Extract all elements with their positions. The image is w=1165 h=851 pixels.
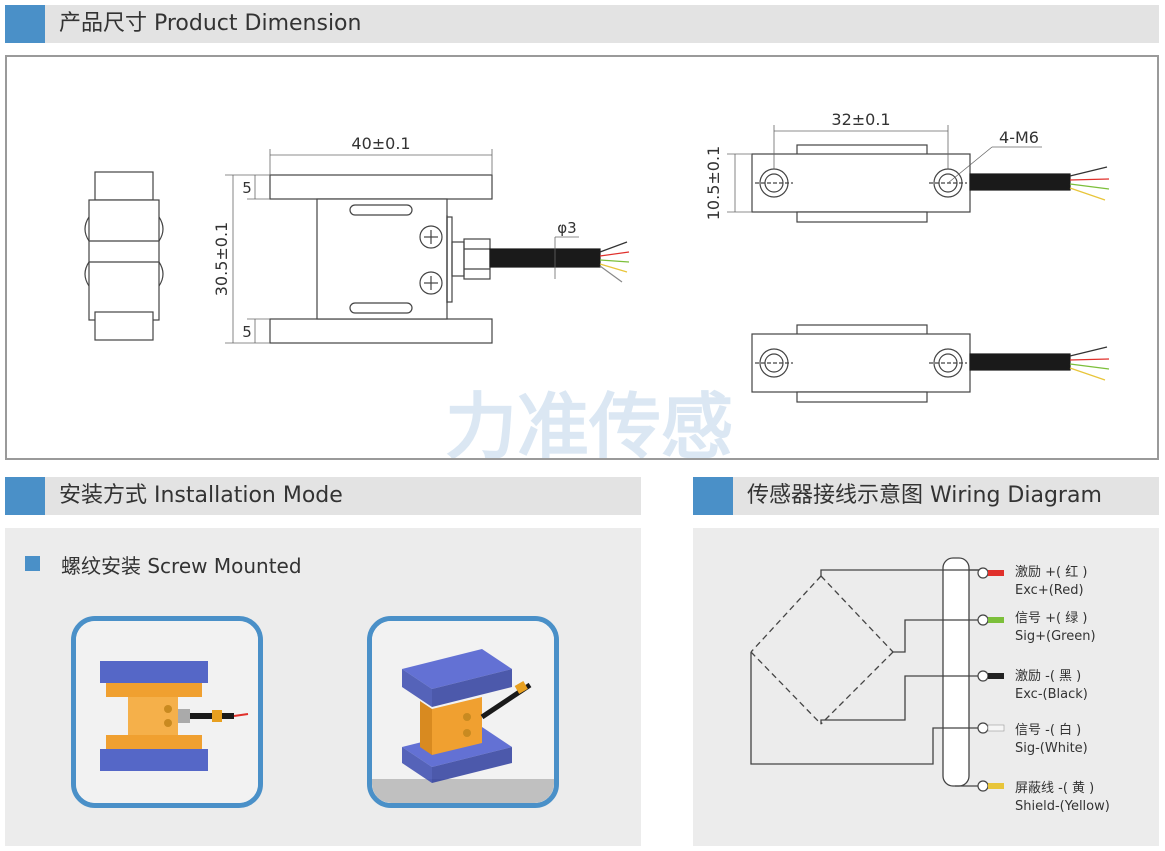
dimension-drawing-panel: 40±0.1 30.5±0.1 5 5 φ3 3 xyxy=(5,55,1159,469)
subtitle-marker xyxy=(25,556,40,571)
install-render-iso xyxy=(367,616,559,808)
section-title-installation: 安装方式 Installation Mode xyxy=(59,483,343,508)
dim-thread: 4-M6 xyxy=(999,128,1039,147)
wire-terminals xyxy=(977,567,1005,792)
dim-height-side: 30.5±0.1 xyxy=(212,222,231,296)
side-view xyxy=(84,171,164,341)
section-header-dimension: 产品尺寸 Product Dimension xyxy=(5,5,1159,43)
dim-hole-span: 32±0.1 xyxy=(831,110,890,129)
watermark: 力准传感 xyxy=(445,385,733,458)
section-header-installation: 安装方式 Installation Mode xyxy=(5,477,641,515)
installation-panel: 螺纹安装 Screw Mounted xyxy=(5,528,641,846)
installation-subtitle: 螺纹安装 Screw Mounted xyxy=(61,554,302,578)
wire-label-sig-minus: 信号 -( 白 ) Sig-(White) xyxy=(1015,723,1088,756)
wire-label-exc-minus: 激励 -( 黑 ) Exc-(Black) xyxy=(1015,669,1088,702)
wiring-diagram xyxy=(750,557,1005,792)
cable-bundle xyxy=(942,557,970,787)
header-accent xyxy=(5,477,45,515)
dimension-drawing: 40±0.1 30.5±0.1 5 5 φ3 3 xyxy=(84,110,1110,469)
install-render-front xyxy=(71,616,263,808)
wire-label-exc-plus: 激励 +( 红 ) Exc+(Red) xyxy=(1015,565,1088,598)
section-header-wiring: 传感器接线示意图 Wiring Diagram xyxy=(693,477,1159,515)
bridge-diamond xyxy=(750,575,894,725)
dim-gap-bottom: 5 xyxy=(242,323,252,341)
dim-width-top: 40±0.1 xyxy=(351,134,410,153)
dim-body-height: 10.5±0.1 xyxy=(704,146,723,220)
bottom-view xyxy=(751,324,1110,403)
section-title-dimension: 产品尺寸 Product Dimension xyxy=(59,11,362,36)
section-title-wiring: 传感器接线示意图 Wiring Diagram xyxy=(747,483,1102,508)
front-view xyxy=(225,149,630,344)
wiring-panel: 激励 +( 红 ) Exc+(Red) 信号 +( 绿 ) Sig+(Green… xyxy=(693,528,1159,846)
wire-label-sig-plus: 信号 +( 绿 ) Sig+(Green) xyxy=(1015,611,1096,644)
top-view xyxy=(727,125,1110,223)
dim-gap-top: 5 xyxy=(242,179,252,197)
wire-label-shield: 屏蔽线 -( 黄 ) Shield-(Yellow) xyxy=(1015,781,1110,814)
header-accent xyxy=(693,477,733,515)
header-accent xyxy=(5,5,45,43)
dim-cable-dia: φ3 xyxy=(557,219,576,237)
